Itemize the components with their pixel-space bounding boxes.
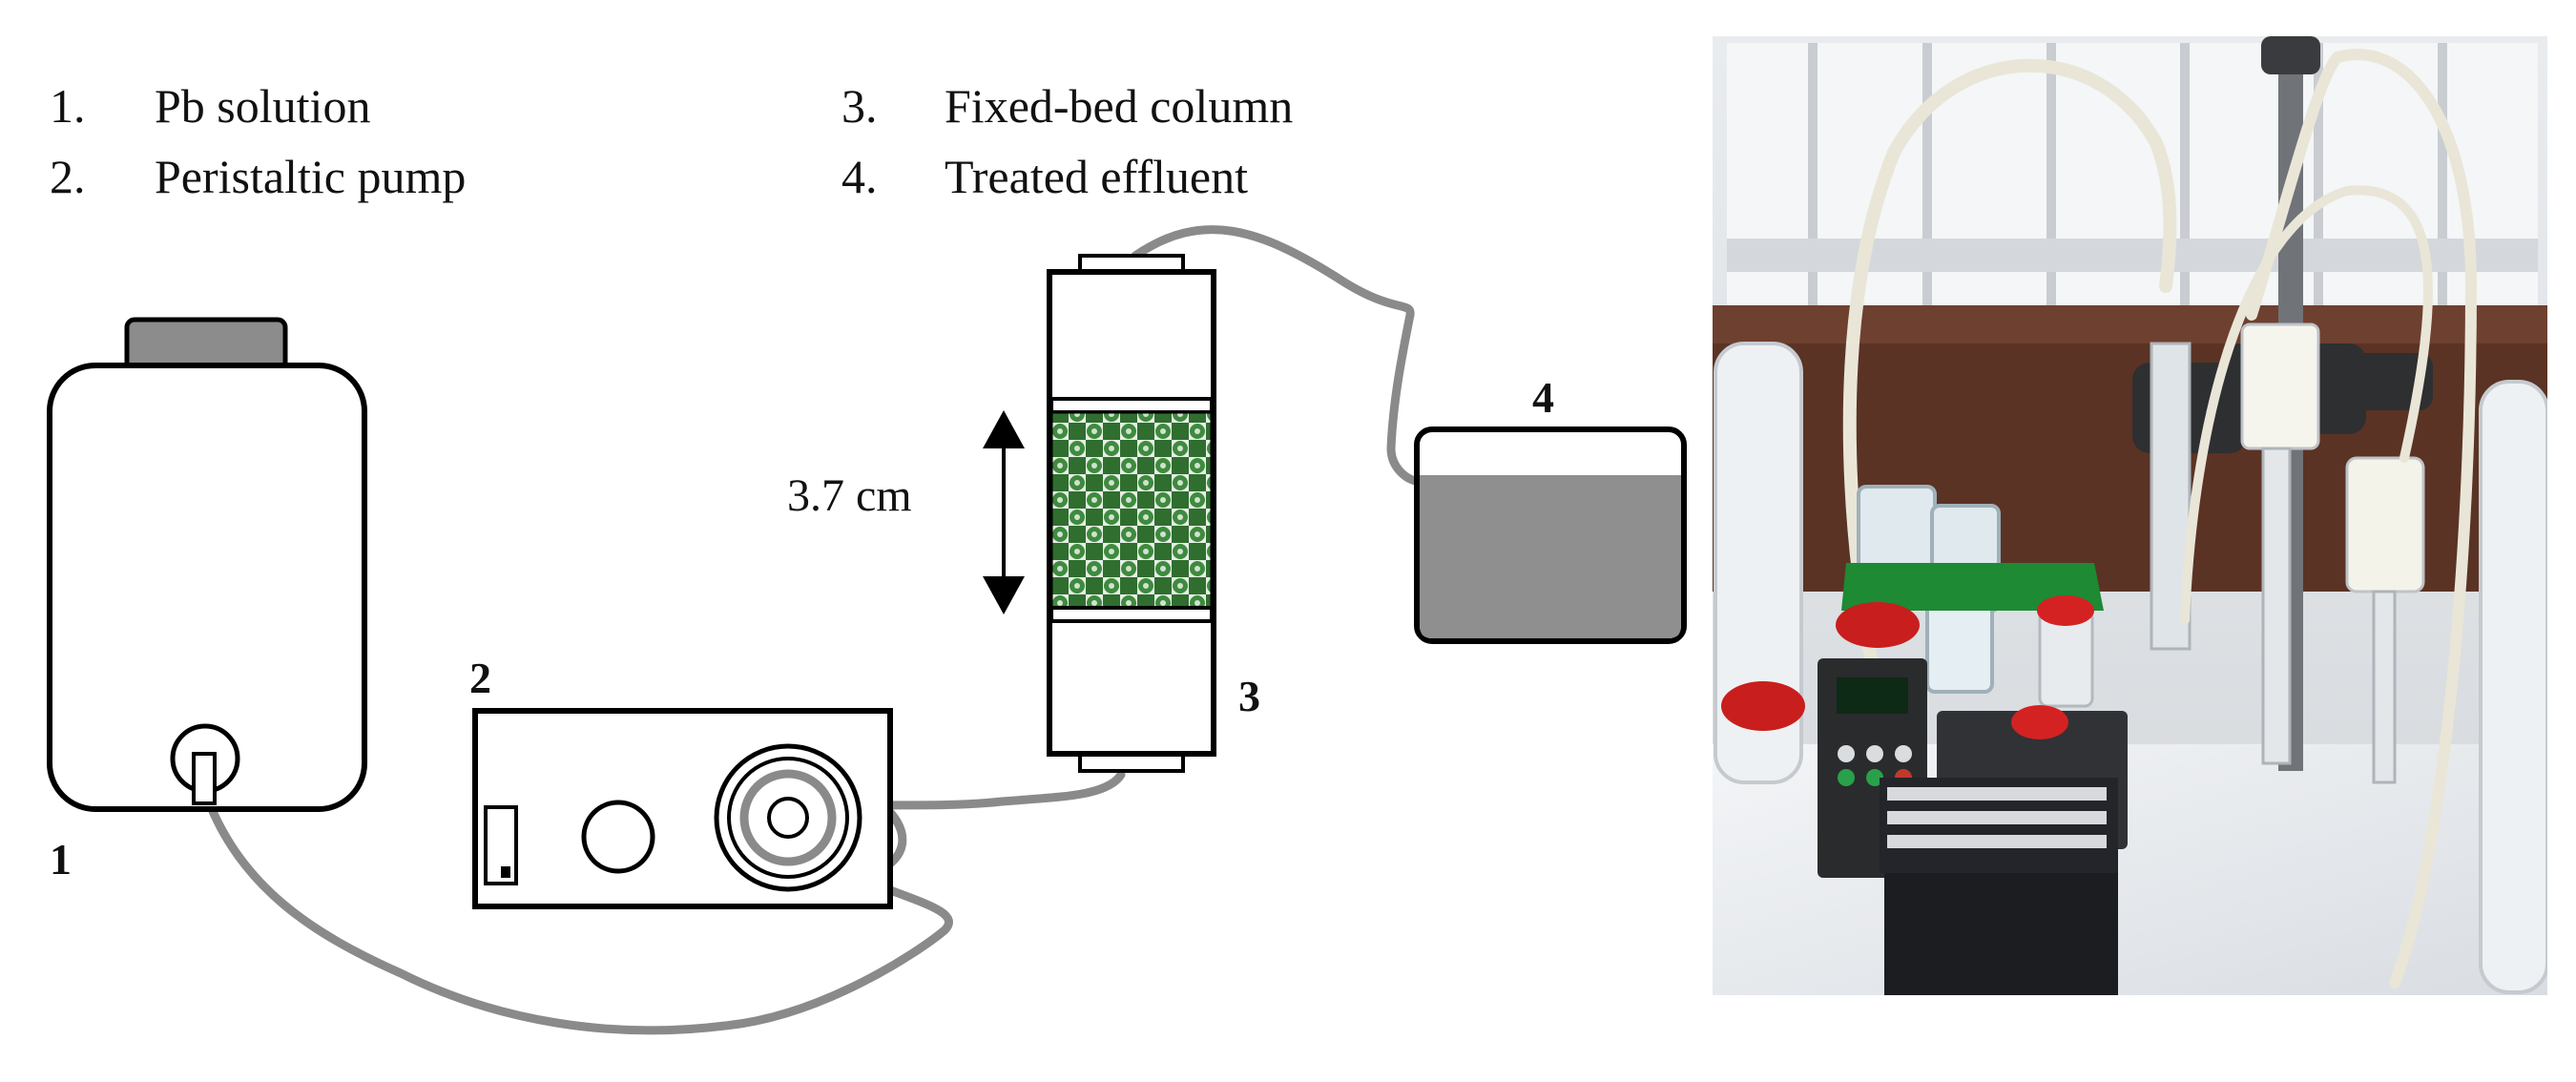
pump-rotor-ring <box>727 757 849 879</box>
tube-bottle-to-pump <box>200 787 953 1035</box>
legend: 1. Pb solution 2. Peristaltic pump 3. Fi… <box>50 79 1293 203</box>
column-number-label: 3 <box>1238 672 1260 720</box>
dimension-arrow-up <box>983 410 1025 448</box>
column-upper-support <box>1049 397 1214 414</box>
legend-text-1: Pb solution <box>155 79 370 133</box>
effluent-liquid <box>1420 475 1681 638</box>
peristaltic-pump: 2 <box>469 654 893 909</box>
bottle-body <box>47 363 367 812</box>
dimension-arrow-down <box>983 576 1025 614</box>
lab-setup-photo <box>1713 36 2547 995</box>
legend-number-3: 3. <box>841 79 878 133</box>
bed-height-dimension: 3.7 cm <box>787 410 1025 614</box>
tube-column-to-effluent <box>1131 225 1426 487</box>
pump-rotor-hub <box>767 797 809 839</box>
fixed-bed-column: 3 <box>1047 254 1260 773</box>
bottle-outlet-nozzle <box>192 752 217 805</box>
tubing <box>200 225 1426 1035</box>
pump-display <box>484 805 518 885</box>
adsorbent-bed <box>1049 410 1214 610</box>
legend-number-1: 1. <box>50 79 86 133</box>
treated-effluent-container: 4 <box>1414 373 1687 644</box>
pump-knob <box>581 800 655 874</box>
legend-text-4: Treated effluent <box>945 150 1248 203</box>
pb-solution-bottle: 1 <box>47 317 367 884</box>
legend-number-4: 4. <box>841 150 878 203</box>
bottle-number-label: 1 <box>50 835 72 884</box>
pump-number-label: 2 <box>469 654 491 702</box>
pump-tube-wrap <box>739 769 837 866</box>
bed-height-label: 3.7 cm <box>787 470 912 521</box>
column-lower-support <box>1049 606 1214 623</box>
legend-text-3: Fixed-bed column <box>945 79 1293 133</box>
legend-number-2: 2. <box>50 150 86 203</box>
effluent-number-label: 4 <box>1532 373 1554 422</box>
legend-text-2: Peristaltic pump <box>155 150 466 203</box>
pump-display-indicator <box>501 866 510 878</box>
